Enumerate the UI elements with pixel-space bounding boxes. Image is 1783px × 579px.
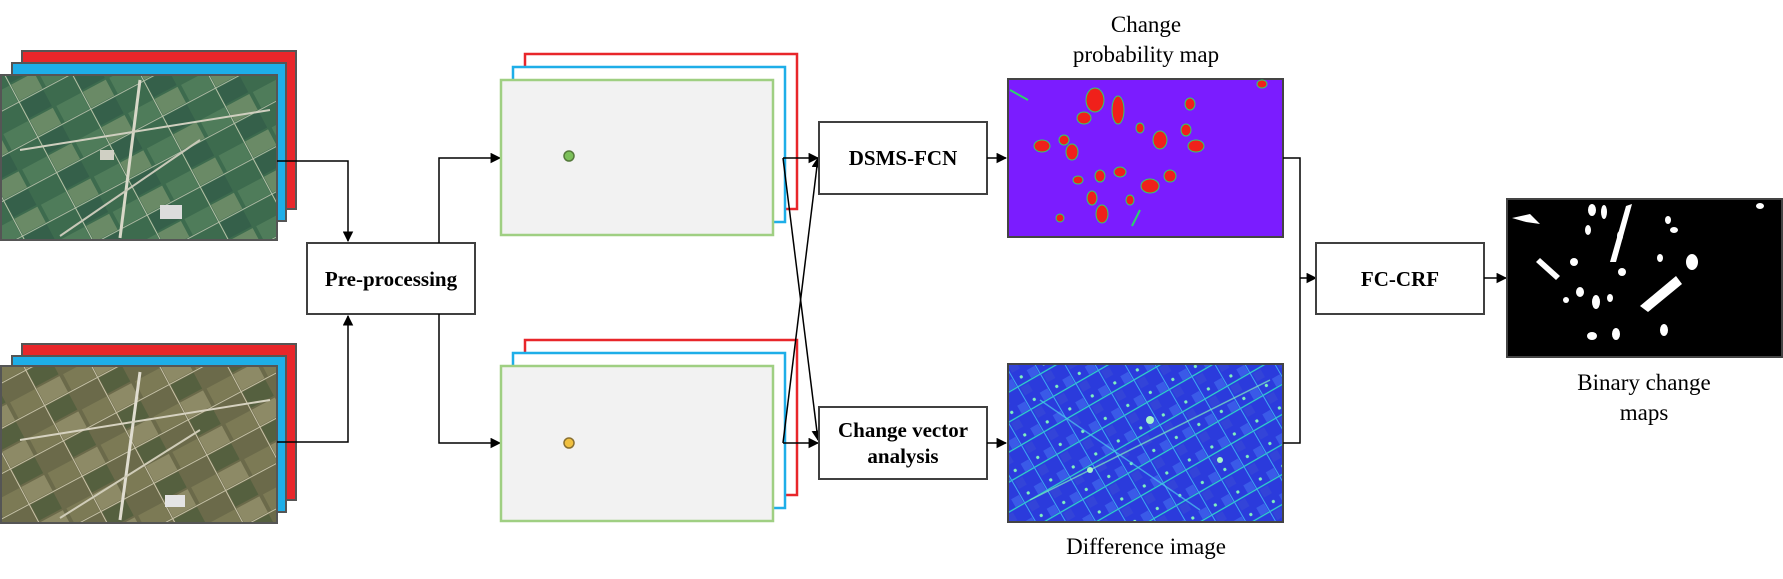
patch-stack-bottom	[499, 338, 799, 523]
cva-label-line1: Change vector	[838, 418, 968, 442]
merge-connector	[1283, 157, 1301, 444]
arrow-patch-bottom-to-dsms	[782, 156, 823, 444]
pixel-marker-t1	[563, 150, 575, 162]
dsms-fcn-label: DSMS-FCN	[849, 146, 958, 170]
cva-node: Change vector analysis	[818, 406, 988, 480]
difference-image-caption: Difference image	[1066, 534, 1226, 559]
preprocessing-label: Pre-processing	[325, 267, 458, 291]
preprocessing-node: Pre-processing	[306, 242, 476, 315]
change-probability-heatmap	[1007, 78, 1284, 238]
fc-crf-label: FC-CRF	[1361, 267, 1439, 291]
satellite-image-t1	[0, 74, 278, 241]
binary-map-caption-line2: maps	[1620, 400, 1669, 425]
fc-crf-node: FC-CRF	[1315, 242, 1485, 315]
input-image-stack-top	[0, 50, 297, 241]
patch-stack-top	[499, 52, 799, 237]
patch-band-green-bottom	[499, 364, 775, 523]
arrow-input-top-to-preprocessing	[277, 160, 354, 243]
cva-label-line2: analysis	[867, 444, 938, 468]
probability-map-caption-line1: Change	[1111, 12, 1181, 37]
pixel-marker-t2	[563, 437, 575, 449]
arrow-preprocessing-to-patch-bottom	[438, 314, 502, 449]
satellite-image-t2	[0, 365, 278, 524]
dsms-fcn-node: DSMS-FCN	[818, 121, 988, 195]
probability-map-caption-line2: probability map	[1073, 42, 1219, 67]
binary-map-caption-line1: Binary change	[1577, 370, 1710, 395]
binary-change-mask	[1506, 198, 1783, 358]
arrow-preprocessing-to-patch-top	[438, 152, 502, 243]
patch-band-green-top	[499, 78, 775, 237]
difference-heatmap	[1007, 363, 1284, 523]
input-image-stack-bottom	[0, 343, 297, 524]
arrow-input-bottom-to-preprocessing	[277, 314, 354, 443]
